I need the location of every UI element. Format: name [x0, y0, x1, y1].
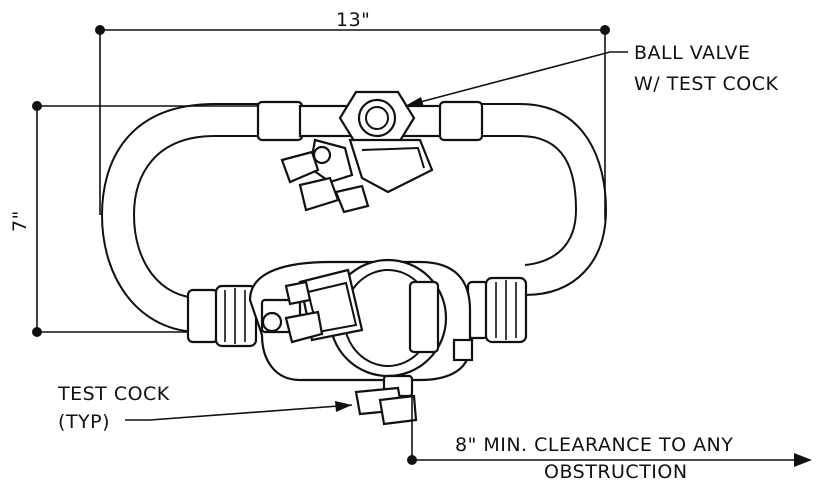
- width-dimension-label: 13": [336, 9, 370, 31]
- height-dimension: [32, 101, 265, 337]
- height-dimension-label: 7": [9, 210, 31, 232]
- ball-valve-label-line1: BALL VALVE: [634, 42, 751, 64]
- loop-pipe: [100, 103, 608, 333]
- clearance-dimension: [407, 395, 812, 467]
- ball-valve-leader: [404, 51, 628, 107]
- test-cock-label-line2: (TYP): [58, 411, 110, 433]
- test-cock-leader: [125, 401, 353, 421]
- test-cock-label-line1: TEST COCK: [57, 383, 170, 405]
- ball-valve-label-line2: W/ TEST COCK: [634, 73, 779, 95]
- right-union-fitting: [466, 276, 528, 344]
- clearance-label-line2: OBSTRUCTION: [544, 461, 688, 483]
- left-union-fitting: [186, 284, 258, 348]
- backflow-valve-body: [248, 258, 474, 426]
- clearance-label-line1: 8" MIN. CLEARANCE TO ANY: [455, 434, 733, 456]
- width-dimension: [95, 25, 610, 220]
- ball-valve: [280, 90, 434, 214]
